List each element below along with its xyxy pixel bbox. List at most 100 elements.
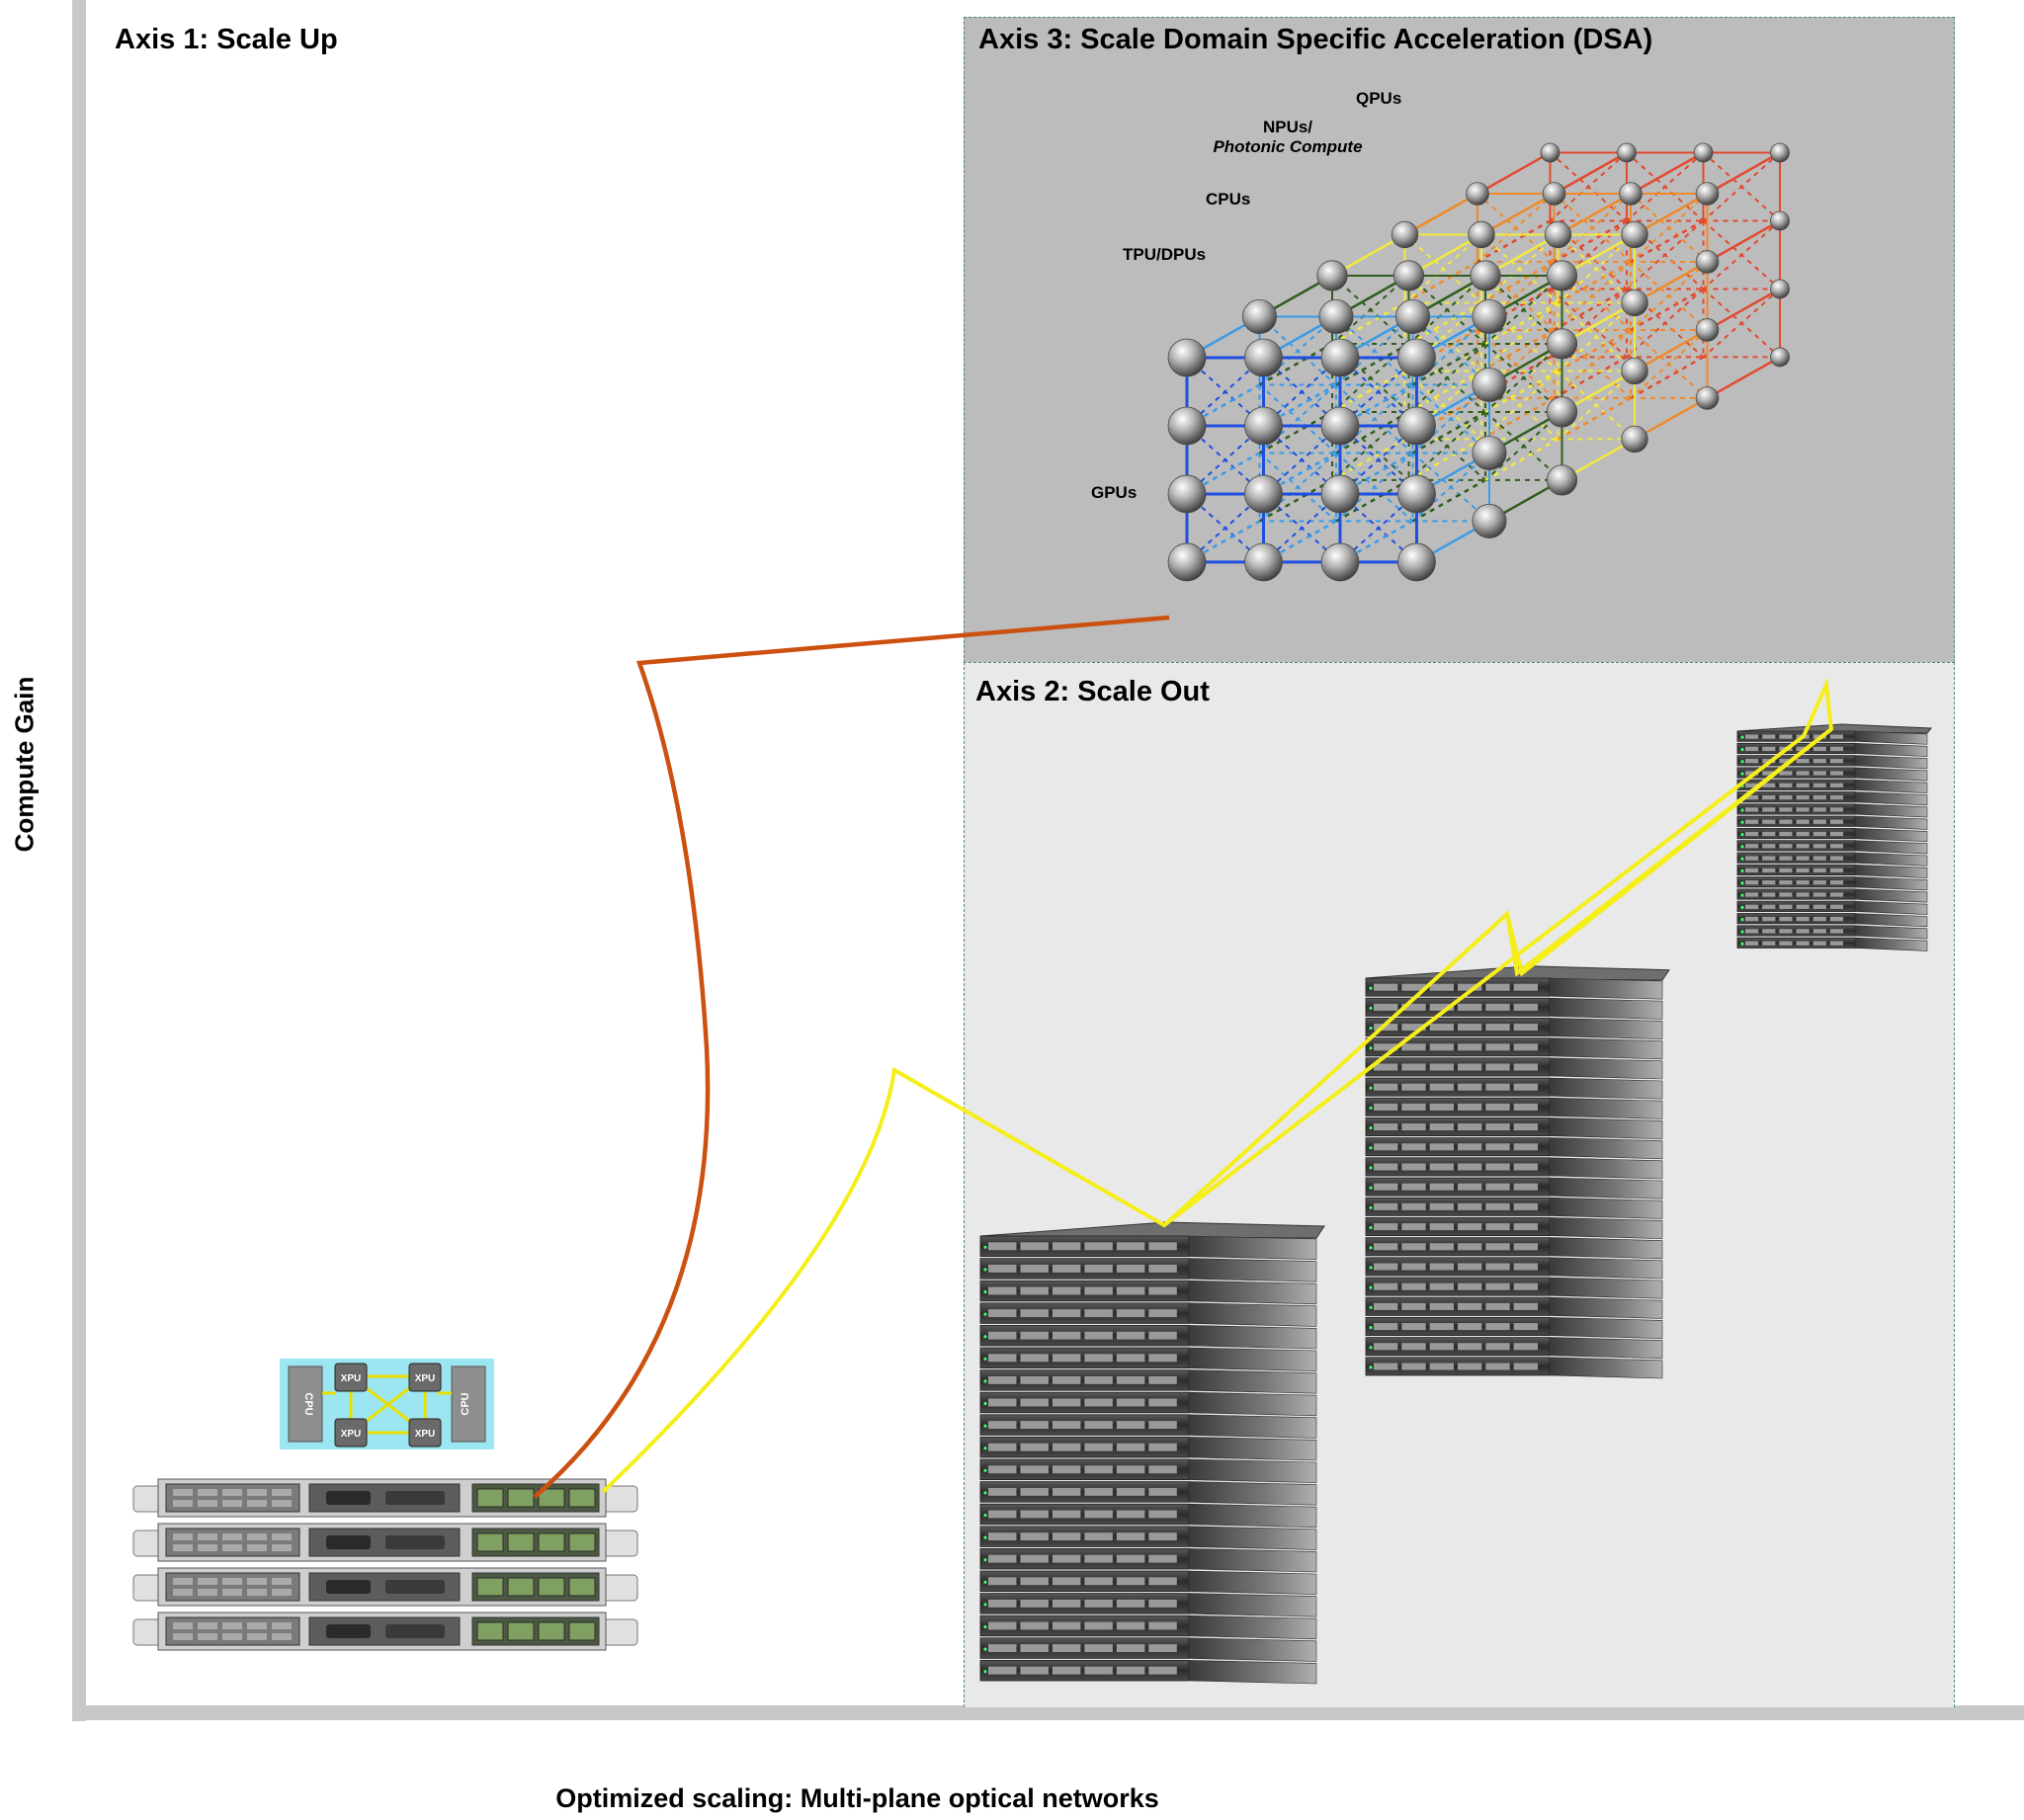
drive-bay [1084, 1242, 1113, 1251]
drive-bay [1052, 1621, 1081, 1630]
drive-bay [1116, 1398, 1145, 1407]
drive-bay [1796, 794, 1810, 800]
drive-bay [1829, 794, 1844, 800]
drive-bay [1513, 1363, 1538, 1370]
drive-bay [1084, 1398, 1113, 1407]
drive-bay [1513, 1003, 1538, 1011]
rack-unit-side [1188, 1614, 1317, 1640]
cube-depth-link [1634, 396, 1709, 441]
drive-bay [1116, 1286, 1145, 1295]
cube-diagonal-link [1630, 193, 1709, 263]
drive-bay [1779, 856, 1793, 861]
rack-unit-side [1549, 1257, 1663, 1280]
drive-bay [1458, 1363, 1482, 1370]
status-led [1740, 869, 1744, 873]
cube-node-sphere [1397, 406, 1436, 446]
cube-depth-link [1557, 328, 1632, 372]
drive-bay [1779, 759, 1793, 764]
cube-node-sphere [1167, 474, 1207, 514]
drive-bay [1513, 1263, 1538, 1271]
rack-unit-side [1549, 977, 1663, 1000]
rack-unit-side [1549, 1117, 1663, 1139]
drive-bay [1052, 1465, 1081, 1474]
cube-diagonal-link [1411, 383, 1490, 455]
drive-bay [1513, 1103, 1538, 1111]
rack-unit-side [1549, 1177, 1663, 1200]
rack-unit-side [1549, 1296, 1663, 1319]
drive-bay [1084, 1510, 1113, 1519]
cube-depth-link [1706, 151, 1781, 196]
rack-unit-side [1549, 997, 1663, 1020]
drive-slot [173, 1500, 193, 1507]
rack-unit-side [1549, 1237, 1663, 1260]
optical-port [568, 1488, 596, 1508]
drive-bay [1148, 1644, 1177, 1653]
xpu-label: XPU [415, 1429, 436, 1440]
drive-slot [198, 1544, 217, 1551]
drive-bay [1513, 1323, 1538, 1331]
drive-bay [988, 1398, 1017, 1407]
drive-bay [1762, 941, 1776, 946]
status-led [983, 1357, 987, 1361]
drive-bay [1116, 1242, 1145, 1251]
npus-label-line2: Photonic Compute [1213, 137, 1363, 156]
drive-bay [1429, 1043, 1454, 1051]
drive-bay [1779, 831, 1793, 837]
drive-bay [1116, 1487, 1145, 1496]
drive-bay [1829, 892, 1844, 897]
drive-bay [1485, 1202, 1510, 1210]
cube-node-sphere [1695, 182, 1720, 206]
drive-bay [1401, 1103, 1426, 1111]
drive-bay [1779, 819, 1793, 824]
drive-bay [1829, 916, 1844, 922]
drive-bay [1148, 1242, 1177, 1251]
drive-bay [1052, 1331, 1081, 1340]
drive-slot [198, 1578, 217, 1585]
status-led [1369, 1086, 1373, 1090]
rack-unit-side [1854, 803, 1928, 818]
cube-diagonal-link [1557, 301, 1636, 372]
drive-bay [988, 1666, 1017, 1675]
drive-bay [1796, 831, 1810, 837]
drive-bay [1084, 1532, 1113, 1541]
scale-out-optical-link [601, 677, 1834, 1494]
drive-slot [247, 1589, 267, 1596]
gpus-label: GPUs [1091, 483, 1138, 502]
cube-node-sphere [1316, 260, 1348, 291]
x-axis-bar [72, 1705, 2024, 1720]
drive-bay [1052, 1354, 1081, 1363]
drive-panel [165, 1528, 300, 1557]
scale-out-racks [979, 723, 1933, 1685]
drive-bay [1429, 1263, 1454, 1271]
optical-port [476, 1577, 504, 1597]
npus-label-line1: NPUs/ [1262, 118, 1313, 136]
cube-diagonal-link [1553, 261, 1632, 331]
cube-node-sphere [1244, 542, 1283, 582]
status-led [1369, 1266, 1373, 1270]
drive-slot [222, 1544, 242, 1551]
cube-node-sphere [1468, 220, 1495, 249]
drive-bay [1779, 880, 1793, 885]
drive-bay [1485, 1343, 1510, 1351]
rack-unit-side [1188, 1235, 1317, 1260]
drive-bay [1779, 844, 1793, 849]
drive-bay [1829, 759, 1844, 764]
cube-node-sphere [1621, 357, 1648, 385]
usb-ports [385, 1624, 445, 1638]
drive-slot [173, 1533, 193, 1540]
rack-unit-side [1854, 913, 1928, 928]
drive-bay [988, 1331, 1017, 1340]
cube-node-sphere [1770, 347, 1790, 368]
xpu-chip-top-left: XPU [334, 1363, 368, 1392]
status-led [1740, 735, 1744, 739]
drive-bay [1084, 1286, 1113, 1295]
cube-depth-link [1476, 219, 1552, 264]
status-led [1369, 1026, 1373, 1031]
cube-depth-link [1403, 260, 1478, 304]
rack-unit-side [1549, 1357, 1663, 1379]
cube-diagonal-link [1262, 493, 1341, 563]
cube-node-sphere [1320, 542, 1360, 582]
xpu-chip-bottom-right: XPU [408, 1418, 442, 1448]
drive-bay [1745, 794, 1759, 800]
drive-bay [1148, 1398, 1177, 1407]
